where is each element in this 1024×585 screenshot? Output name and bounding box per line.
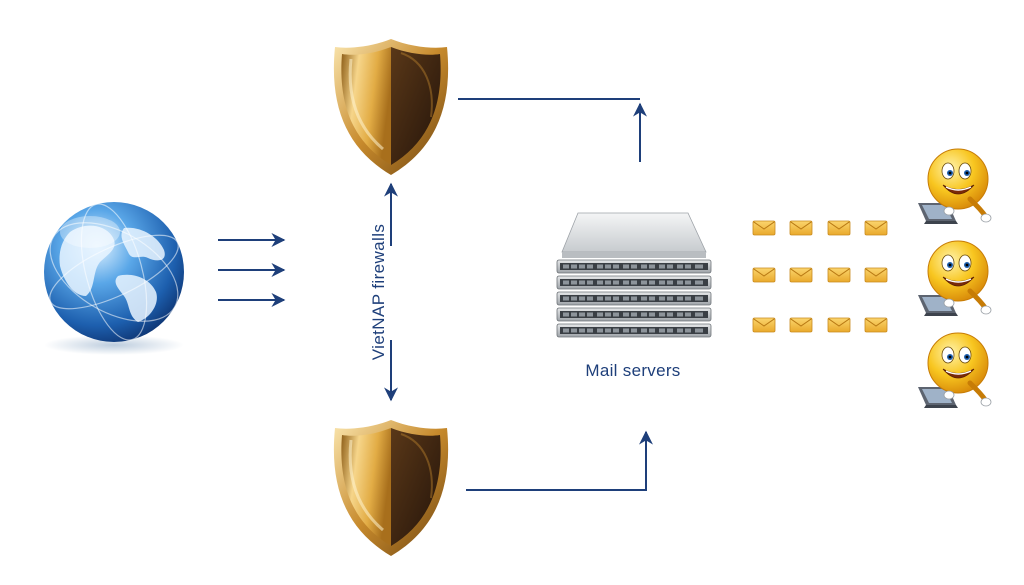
envelope-icon — [827, 220, 851, 236]
envelope-icon — [752, 317, 776, 333]
bottom-connector — [466, 430, 653, 491]
envelope-grid — [752, 220, 888, 333]
envelope-icon — [752, 267, 776, 283]
envelope-icon — [864, 317, 888, 333]
shield-icon — [332, 37, 450, 177]
envelope-icon — [864, 267, 888, 283]
envelope-icon — [827, 267, 851, 283]
envelope-icon — [789, 267, 813, 283]
envelope-icon — [864, 220, 888, 236]
incoming-traffic-arrows — [218, 233, 286, 307]
smiley-laptop-icon — [918, 149, 991, 224]
envelope-icon — [752, 220, 776, 236]
server-rack-icon — [556, 212, 712, 338]
mail-servers-label: Mail servers — [585, 361, 680, 380]
shield-to-server-connectors — [458, 98, 653, 491]
smiley-laptop-icon — [918, 241, 991, 316]
firewalls-label: VietNAP firewalls — [369, 224, 388, 361]
envelope-icon — [789, 220, 813, 236]
smiley-laptop-icon — [918, 333, 991, 408]
shield-icon — [332, 418, 450, 558]
envelope-icon — [827, 317, 851, 333]
globe-icon — [44, 202, 184, 355]
envelope-icon — [789, 317, 813, 333]
